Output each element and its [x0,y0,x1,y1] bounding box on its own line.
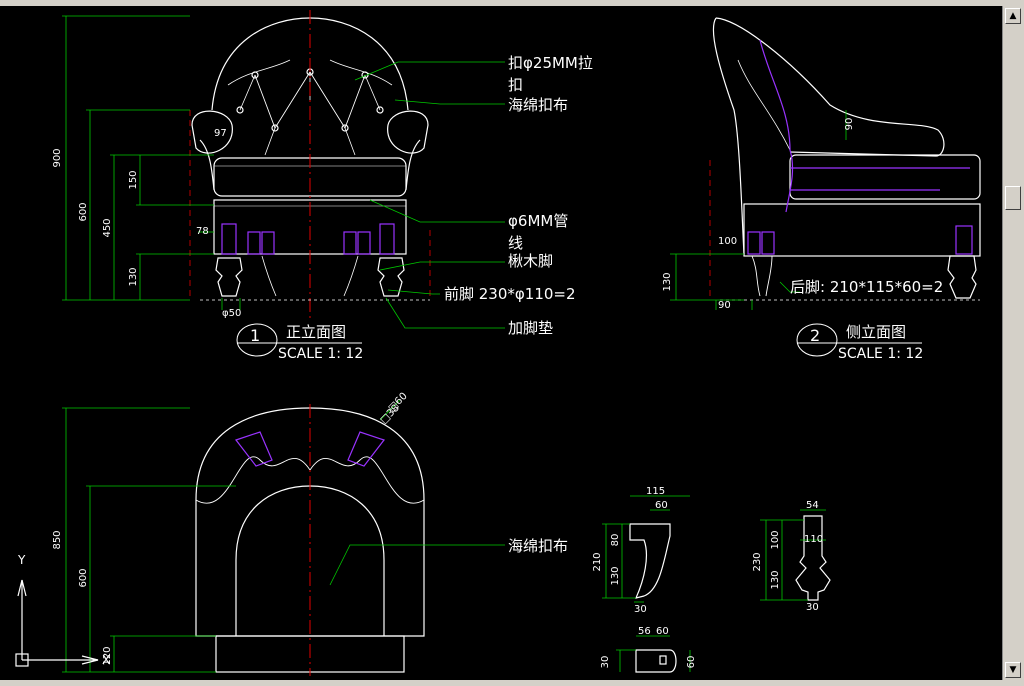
side-view-title: 2 侧立面图 SCALE 1: 12 [796,323,923,362]
dim-side-100: 100 [718,236,737,247]
dim-rear-115: 115 [646,486,665,497]
scroll-thumb[interactable] [1005,186,1021,210]
annotation-button-tuft-cont: 扣 [508,76,523,94]
dim-rear-30: 30 [634,604,647,615]
front-view-number: 1 [250,326,260,345]
dim-legplan-60a: 60 [656,626,669,637]
annotation-pipe-cont: 线 [508,234,523,252]
dim-front-leg-230: 230 [752,552,763,571]
side-view-number: 2 [810,326,820,345]
annotation-front-leg: 前脚 230*φ110=2 [444,285,576,303]
annotation-sponge-tuft-plan: 海绵扣布 [508,537,568,555]
dim-front-130: 130 [128,267,139,286]
front-view-scale: SCALE 1: 12 [278,346,363,362]
front-leaders [354,61,505,329]
dim-rear-80: 80 [610,534,621,547]
dim-legplan-30: 30 [600,656,611,669]
dim-front-150: 150 [128,170,139,189]
scroll-up-button[interactable]: ▲ [1005,8,1021,24]
dim-rear-130: 130 [610,566,621,585]
dim-side-130: 130 [662,272,673,291]
dim-front-450: 450 [102,218,113,237]
ucs-y-label: Y [17,553,26,567]
drawing-svg: 900 600 450 150 130 97 78 φ50 扣φ25MM拉 扣 … [15,10,981,676]
side-view-scale: SCALE 1: 12 [838,346,923,362]
dim-rear-210: 210 [592,552,603,571]
dim-front-97: 97 [214,128,227,139]
annotation-leg-pad: 加脚垫 [508,319,553,337]
side-elevation-view [712,17,981,299]
front-view-title: 1 正立面图 SCALE 1: 12 [236,323,363,362]
front-leg-detail [795,515,831,601]
bottom-tab-bar-edge [0,680,1024,686]
leg-plan-detail [635,649,677,673]
dim-side-90-foot: 90 [718,300,731,311]
dim-front-50: φ50 [222,308,241,319]
dim-front-900: 900 [52,148,63,167]
annotation-pipe: φ6MM管 [508,212,568,230]
dim-front-78: 78 [196,226,209,237]
dim-front-leg-110: 110 [804,534,823,545]
cad-drawing-canvas[interactable]: 900 600 450 150 130 97 78 φ50 扣φ25MM拉 扣 … [0,6,1002,680]
dim-legplan-60b: 60 [686,656,697,669]
rear-leg-dims [602,495,690,603]
dim-plan-850: 850 [52,530,63,549]
side-view-title-text: 侧立面图 [846,323,906,341]
dim-front-600: 600 [78,202,89,221]
dim-front-leg-130: 130 [770,570,781,589]
dim-rear-60: 60 [655,500,668,511]
dim-front-leg-54: 54 [806,500,819,511]
annotation-rear-leg: 后脚: 210*115*60=2 [790,278,943,296]
dim-legplan-56: 56 [638,626,651,637]
ucs-axis-icon [15,579,99,667]
dim-plan-120: 120 [102,646,113,665]
front-dimensions [62,15,241,310]
ucs-x-label: X [102,653,110,667]
annotation-button-tuft: 扣φ25MM拉 [508,54,593,72]
front-view-title-text: 正立面图 [286,323,346,341]
dim-plan-600: 600 [78,568,89,587]
annotation-wood-leg: 楸木脚 [508,252,553,270]
plan-dimensions [62,399,505,673]
vertical-scrollbar[interactable]: ▲ ▼ [1002,6,1024,680]
front-leg-dims [760,509,826,601]
rear-leg-detail [629,523,671,599]
dim-front-leg-100: 100 [770,530,781,549]
scroll-down-button[interactable]: ▼ [1005,662,1021,678]
leg-plan-dims [616,635,691,672]
top-toolbar-edge [0,0,1024,6]
dim-front-leg-30: 30 [806,602,819,613]
annotation-sponge-tuft: 海绵扣布 [508,96,568,114]
dim-side-90-arm: 90 [844,118,855,131]
side-dimensions [670,110,847,310]
